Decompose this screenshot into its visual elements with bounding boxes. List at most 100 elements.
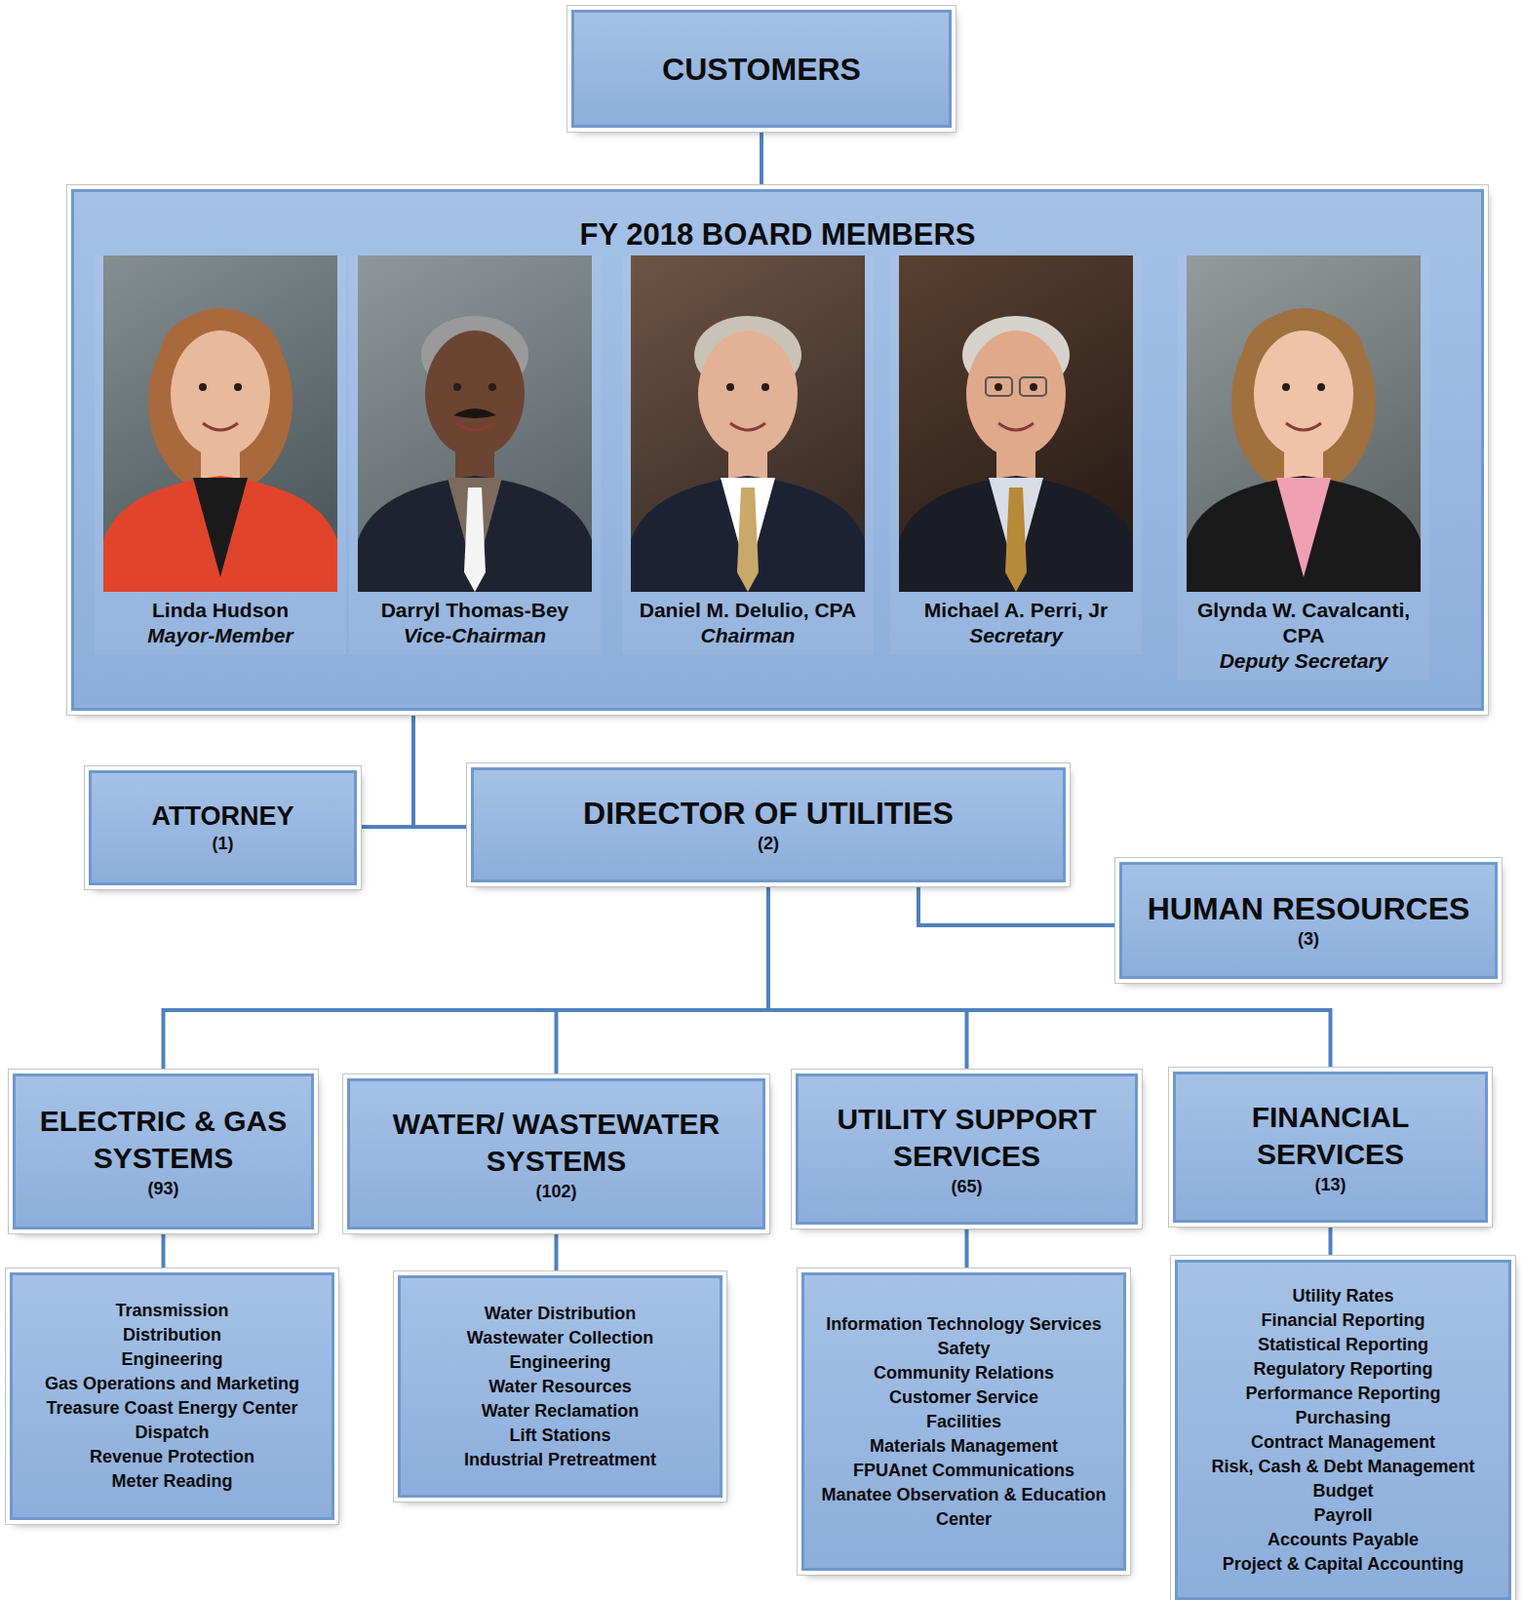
portrait-photo — [103, 255, 338, 592]
function-item: Customer Service — [889, 1385, 1039, 1410]
member-role: Deputy Secretary — [1219, 648, 1389, 674]
box-title: DIRECTOR OF UTILITIES — [583, 794, 954, 832]
position-count: (102) — [535, 1179, 577, 1204]
function-item: Gas Operations and Marketing — [44, 1371, 300, 1397]
function-item: Water Reclamation — [481, 1399, 639, 1424]
member-name: Daniel M. DeIulio, CPA — [639, 597, 857, 624]
face — [698, 330, 798, 458]
function-list: Water DistributionWastewater CollectionE… — [397, 1275, 723, 1498]
position-count: (3) — [1297, 927, 1320, 951]
mustache — [453, 408, 497, 419]
office-box: HUMAN RESOURCES(3) — [1119, 861, 1498, 979]
division-box: WATER/ WASTEWATER SYSTEMS(102) — [347, 1078, 766, 1230]
portrait-photo — [357, 255, 592, 592]
hair — [148, 308, 293, 496]
glasses — [985, 377, 1013, 396]
division-box: UTILITY SUPPORT SERVICES(65) — [795, 1073, 1138, 1225]
function-item: Financial Reporting — [1260, 1308, 1425, 1333]
function-item: FPUAnet Communications — [853, 1458, 1075, 1483]
function-item: Water Distribution — [484, 1301, 636, 1327]
function-item: Meter Reading — [111, 1469, 233, 1494]
position-count: (1) — [212, 831, 235, 856]
tie — [464, 487, 486, 592]
office-box: DIRECTOR OF UTILITIES(2) — [470, 767, 1066, 883]
glasses — [1019, 377, 1047, 396]
photo-background — [103, 255, 338, 592]
eye — [1029, 383, 1038, 391]
function-item: Industrial Pretreatment — [464, 1447, 657, 1473]
function-list: Information Technology ServicesSafetyCom… — [801, 1272, 1127, 1571]
box-title: WATER/ WASTEWATER SYSTEMS — [359, 1105, 753, 1180]
box-title: CUSTOMERS — [662, 50, 861, 88]
member-card: Michael A. Perri, JrSecretary — [890, 255, 1142, 655]
eye — [726, 383, 735, 391]
mouth — [730, 423, 766, 430]
member-name: Darryl Thomas-Bey — [381, 597, 570, 624]
member-name: Linda Hudson — [152, 597, 289, 624]
member-card: Darryl Thomas-BeyVice-Chairman — [349, 255, 601, 655]
connector-line — [1328, 1222, 1333, 1260]
jacket — [898, 475, 1133, 592]
connector-line — [759, 127, 764, 190]
eye — [1317, 383, 1326, 391]
member-role: Chairman — [701, 623, 796, 649]
jacket — [1186, 475, 1421, 592]
portrait-photo — [630, 255, 865, 592]
eye — [761, 383, 770, 391]
connector-line — [918, 882, 1120, 926]
function-item: Distribution — [122, 1323, 222, 1348]
function-item: Project & Capital Accounting — [1222, 1552, 1464, 1577]
function-list: Utility RatesFinancial ReportingStatisti… — [1174, 1259, 1512, 1600]
function-item: Facilities — [926, 1409, 1002, 1435]
shirt — [1276, 477, 1331, 578]
eye — [453, 383, 462, 391]
function-item: Dispatch — [134, 1420, 209, 1445]
function-item: Accounts Payable — [1267, 1527, 1419, 1553]
box-title: UTILITY SUPPORT SERVICES — [808, 1100, 1126, 1175]
division-box: ELECTRIC & GAS SYSTEMS(93) — [12, 1073, 314, 1230]
tie — [1005, 487, 1027, 592]
division-box: FINANCIAL SERVICES(13) — [1172, 1071, 1488, 1223]
connector-line — [554, 1229, 559, 1276]
function-item: Revenue Protection — [89, 1444, 255, 1470]
mouth — [1286, 423, 1322, 430]
eye — [234, 383, 242, 391]
tie — [737, 487, 759, 592]
jacket — [357, 475, 592, 592]
connector-line — [161, 1229, 166, 1273]
function-item: Wastewater Collection — [467, 1326, 654, 1351]
panel-title: FY 2018 BOARD MEMBERS — [83, 217, 1472, 253]
box-title: ELECTRIC & GAS SYSTEMS — [25, 1102, 302, 1177]
function-item: Engineering — [508, 1350, 611, 1375]
box-title: HUMAN RESOURCES — [1147, 890, 1471, 928]
connector-line — [163, 882, 770, 1074]
function-item: Utility Rates — [1291, 1284, 1394, 1309]
box-title: ATTORNEY — [151, 800, 294, 832]
face — [425, 330, 525, 458]
member-role: Mayor-Member — [147, 623, 293, 649]
function-item: Engineering — [120, 1347, 223, 1372]
function-item: Treasure Coast Energy Center — [45, 1396, 298, 1421]
member-role: Vice-Chairman — [403, 623, 547, 649]
function-item: Safety — [936, 1336, 990, 1362]
face — [966, 330, 1066, 458]
position-count: (65) — [950, 1174, 982, 1199]
eye — [488, 383, 497, 391]
eye — [198, 383, 207, 391]
mouth — [457, 423, 493, 430]
office-box: ATTORNEY(1) — [88, 770, 357, 886]
member-card: Linda HudsonMayor-Member — [94, 255, 347, 655]
customer-box: CUSTOMERS — [571, 9, 952, 128]
member-card: Daniel M. DeIulio, CPAChairman — [622, 255, 874, 655]
function-item: Risk, Cash & Debt Management — [1210, 1454, 1475, 1480]
connector-line — [356, 710, 414, 827]
jacket — [103, 475, 338, 592]
function-item: Information Technology Services — [825, 1312, 1102, 1337]
shirt — [193, 477, 248, 578]
photo-background — [1186, 255, 1421, 592]
function-item: Transmission — [115, 1298, 229, 1324]
position-count: (93) — [147, 1176, 179, 1201]
board-panel: Linda HudsonMayor-MemberDarryl Thomas-Be… — [71, 189, 1484, 711]
eye — [1282, 383, 1290, 391]
